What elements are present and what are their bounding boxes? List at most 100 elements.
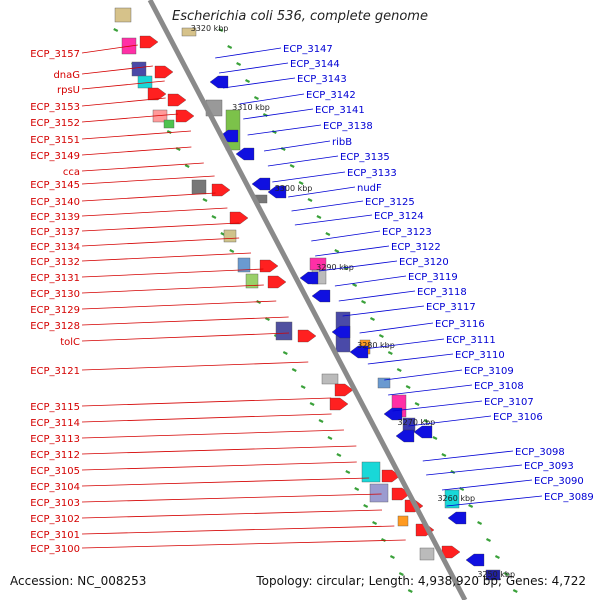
gene-label-right: ECP_3125 <box>365 197 415 208</box>
gene-arrow <box>331 325 351 339</box>
gene-label-left: ECP_3105 <box>30 466 80 477</box>
tick-mark <box>289 164 295 168</box>
leader-line <box>334 275 407 287</box>
gene-arrow <box>383 407 403 421</box>
leader-line <box>81 509 382 519</box>
gene-arrow <box>413 425 433 439</box>
leader-line <box>384 369 463 381</box>
leader-line <box>315 245 390 257</box>
gene-arrow <box>209 75 229 89</box>
leader-line <box>291 200 364 212</box>
leader-line <box>294 214 373 226</box>
tick-mark <box>327 436 333 440</box>
tick-mark <box>432 436 438 440</box>
gene-arrow <box>175 109 195 123</box>
leader-line <box>81 477 370 487</box>
tick-mark <box>387 351 393 355</box>
leader-line <box>81 445 357 455</box>
gene-arrow <box>251 177 271 191</box>
kbp-marker: 3310 kbp <box>232 103 270 112</box>
tick-mark <box>264 317 270 321</box>
gene-block <box>369 483 389 503</box>
gene-label-left: ECP_3114 <box>30 418 80 429</box>
gene-label-left: ECP_3128 <box>30 321 80 332</box>
gene-label-left: ECP_3134 <box>30 242 80 253</box>
gene-label-right: ECP_3106 <box>493 412 543 423</box>
gene-label-left: ECP_3104 <box>30 482 80 493</box>
topology-label: Topology: circular; Length: 4,938,920 bp… <box>256 574 586 588</box>
gene-label-right: ECP_3093 <box>524 461 574 472</box>
leader-line <box>81 332 290 342</box>
gene-arrow <box>334 383 354 397</box>
gene-label-right: ECP_3142 <box>306 90 356 101</box>
gene-label-right: ECP_3147 <box>283 44 333 55</box>
leader-line <box>81 146 192 156</box>
kbp-marker: 3280 kbp <box>357 341 395 350</box>
tick-mark <box>512 589 518 593</box>
tick-mark <box>398 572 404 576</box>
gene-label-right: ECP_3138 <box>323 121 373 132</box>
gene-label-left: ECP_3132 <box>30 257 80 268</box>
gene-label-right: ECP_3107 <box>484 397 534 408</box>
accession-label: Accession: NC_008253 <box>10 574 147 588</box>
leader-line <box>81 429 344 439</box>
leader-line <box>408 415 492 427</box>
leader-line <box>81 65 153 75</box>
tick-mark <box>486 538 491 542</box>
leader-line <box>81 316 289 326</box>
gene-label-right: ECP_3089 <box>544 492 594 503</box>
gene-label-left: rpsU <box>57 85 80 96</box>
gene-label-right: ECP_3143 <box>297 74 347 85</box>
kbp-marker: 3300 kbp <box>275 184 313 193</box>
gene-block <box>361 461 381 483</box>
gene-block <box>191 179 207 195</box>
gene-label-left: ECP_3153 <box>30 102 80 113</box>
tick-mark <box>354 487 360 491</box>
gene-label-left: ECP_3139 <box>30 212 80 223</box>
gene-label-left: ECP_3113 <box>30 434 80 445</box>
leader-line <box>81 268 264 278</box>
gene-label-left: ECP_3129 <box>30 305 80 316</box>
leader-line <box>81 300 277 310</box>
leader-line <box>318 260 398 272</box>
leader-line <box>247 124 322 136</box>
gene-block <box>444 489 460 509</box>
gene-arrow <box>167 93 187 107</box>
tick-mark <box>300 385 306 389</box>
tick-mark <box>389 555 395 559</box>
tick-mark <box>361 300 367 304</box>
gene-label-right: ECP_3141 <box>315 105 365 116</box>
gene-arrow <box>229 211 249 225</box>
tick-mark <box>309 402 315 406</box>
leader-line <box>367 353 454 365</box>
leader-line <box>267 155 339 167</box>
genome-backbone <box>147 0 468 600</box>
gene-arrow <box>299 271 319 285</box>
leader-line <box>81 237 240 247</box>
gene-label-right: ECP_3109 <box>464 366 514 377</box>
gene-block <box>223 229 237 243</box>
tick-mark <box>218 28 224 32</box>
gene-arrow <box>349 345 369 359</box>
leader-line <box>81 539 406 549</box>
gene-label-right: ECP_3135 <box>340 152 390 163</box>
gene-label-right: ECP_3133 <box>347 168 397 179</box>
leader-line <box>81 162 204 172</box>
leader-line <box>81 175 215 185</box>
tick-mark <box>378 334 384 338</box>
gene-label-right: ECP_3144 <box>290 59 340 70</box>
leader-line <box>81 252 252 262</box>
kbp-marker: 3260 kbp <box>437 494 475 503</box>
tick-mark <box>282 351 288 355</box>
genome-title: Escherichia coli 536, complete genome <box>172 9 428 24</box>
leader-line <box>81 44 138 54</box>
gene-label-left: ECP_3102 <box>30 514 80 525</box>
gene-label-right: ECP_3122 <box>391 242 441 253</box>
tick-mark <box>245 79 251 83</box>
leader-line <box>441 479 533 491</box>
right-labels: ECP_3147ECP_3144ECP_3143ECP_3142ECP_3141… <box>215 44 594 507</box>
gene-label-right: ECP_3124 <box>374 211 424 222</box>
gene-label-left: ECP_3151 <box>30 135 80 146</box>
gene-label-left: ECP_3149 <box>30 151 80 162</box>
gene-arrow <box>147 87 167 101</box>
